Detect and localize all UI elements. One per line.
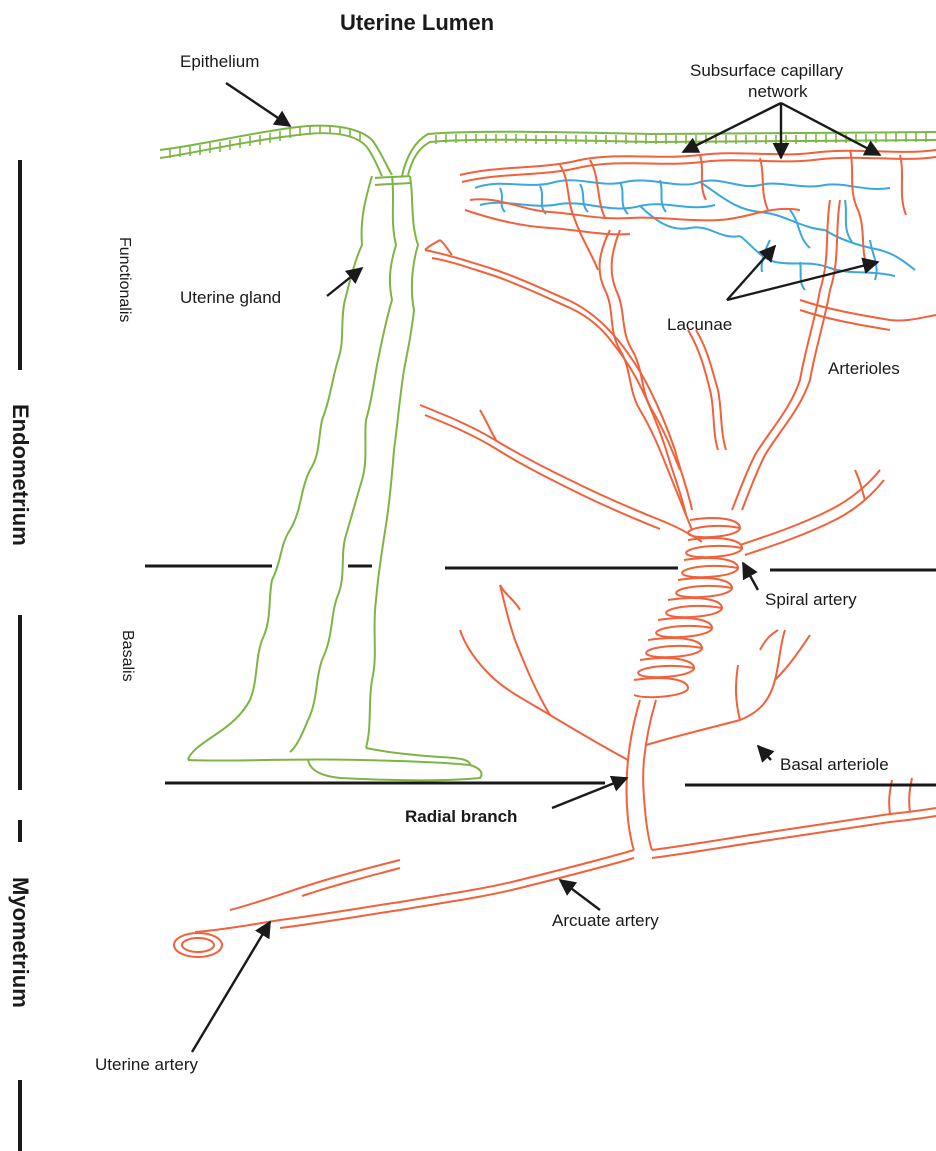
label-capillary-line2: network [748,82,808,101]
epithelium-layer [160,125,936,176]
label-arterioles: Arterioles [828,359,900,378]
label-radial-branch: Radial branch [405,807,517,826]
label-endometrium: Endometrium [8,404,33,546]
lacunae-network [475,180,915,290]
label-uterine-artery: Uterine artery [95,1055,198,1074]
label-spiral-artery: Spiral artery [765,590,857,609]
label-uterine-gland: Uterine gland [180,288,281,307]
diagram-title: Uterine Lumen [340,10,494,35]
uterine-gland-shape [188,176,482,780]
label-functionalis: Functionalis [116,237,133,322]
label-basal-arteriole: Basal arteriole [780,755,889,774]
vascular-tree [174,150,936,957]
label-basalis: Basalis [119,630,136,682]
label-lacunae: Lacunae [667,315,732,334]
spiral-coil [634,518,742,697]
label-capillary-line1: Subsurface capillary [690,61,844,80]
label-myometrium: Myometrium [8,877,33,1008]
label-arcuate-artery: Arcuate artery [552,911,659,930]
label-epithelium: Epithelium [180,52,259,71]
